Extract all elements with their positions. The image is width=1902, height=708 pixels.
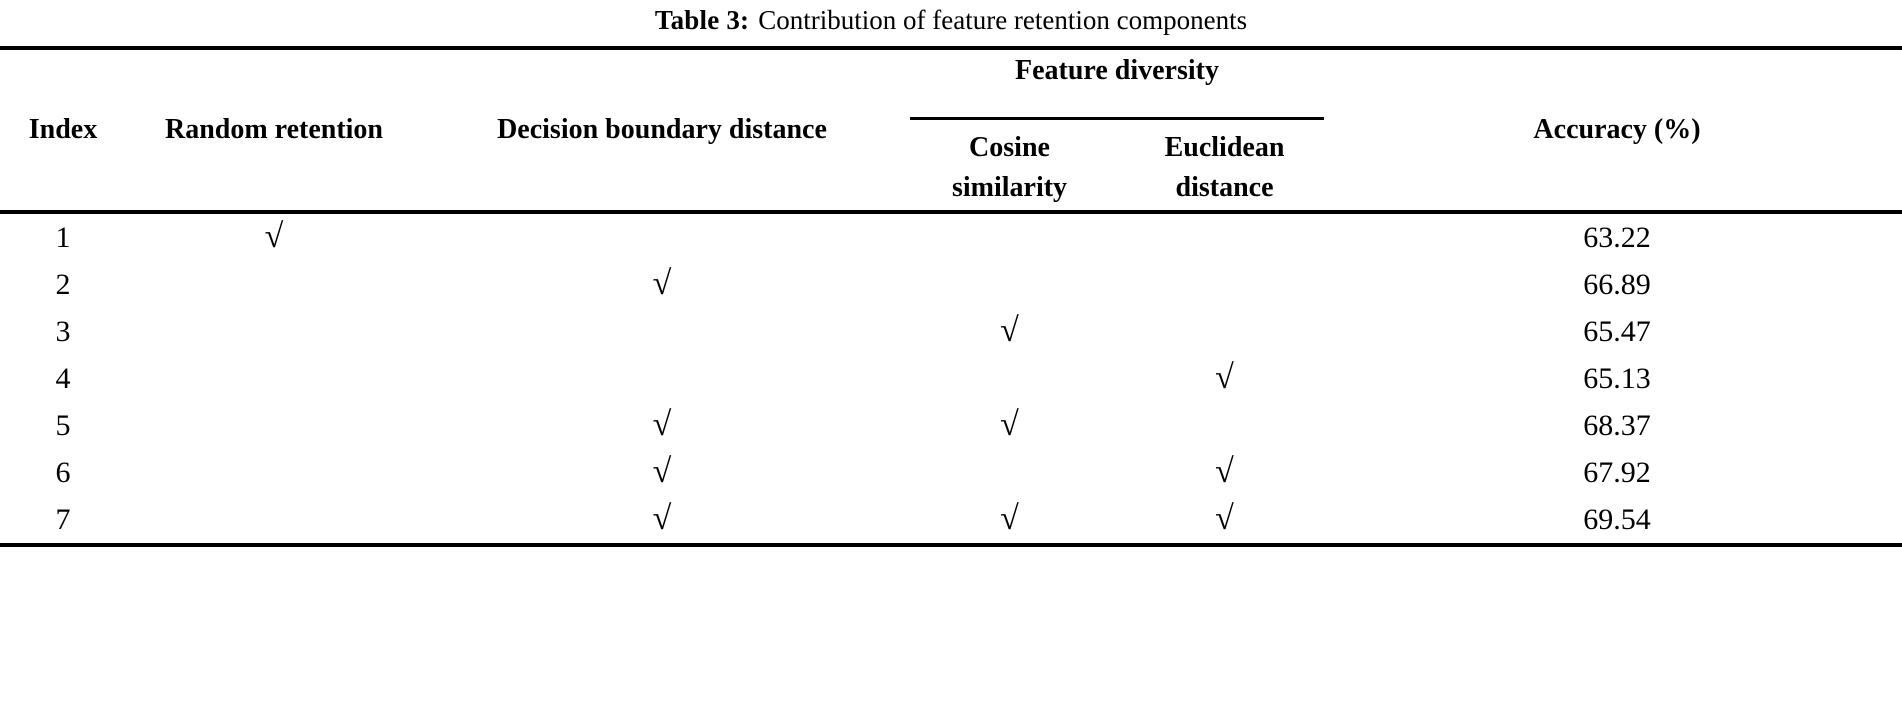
column-group-header-feature-diversity: Feature diversity xyxy=(902,50,1332,126)
column-header-euclidean-distance-line2: distance xyxy=(1175,172,1274,203)
table-header: Index Random retention Decision boundary… xyxy=(0,50,1902,210)
table-top-rule xyxy=(0,46,1902,50)
cell-random-retention: √ xyxy=(126,261,422,308)
cell-index: 4 xyxy=(55,361,71,395)
cell-index: 1 xyxy=(55,220,71,254)
cell-random-retention: √ xyxy=(126,308,422,355)
cell-cosine-similarity: √ xyxy=(902,402,1117,449)
table-bottom-rule xyxy=(0,543,1902,547)
table-figure: Table 3: Contribution of feature retentio… xyxy=(0,0,1902,547)
table-caption-text: Contribution of feature retention compon… xyxy=(758,5,1248,35)
cell-cosine-similarity: √ xyxy=(902,355,1117,402)
cell-decision-boundary-distance: √ xyxy=(422,496,902,543)
cell-index: 2 xyxy=(55,267,71,301)
cell-accuracy: 66.89 xyxy=(1583,267,1651,301)
cell-accuracy: 65.47 xyxy=(1583,314,1651,348)
check-mark-icon: √ xyxy=(264,218,284,255)
cell-cosine-similarity: √ xyxy=(902,214,1117,261)
cell-decision-boundary-distance: √ xyxy=(422,449,902,496)
results-table-body: 1√√√√63.222√√√√66.893√√√√65.474√√√√65.13… xyxy=(0,214,1902,543)
cell-random-retention: √ xyxy=(126,402,422,449)
cell-cosine-similarity: √ xyxy=(902,496,1117,543)
column-header-decision-boundary-distance: Decision boundary distance xyxy=(497,114,827,145)
cell-accuracy: 63.22 xyxy=(1583,220,1651,254)
cell-decision-boundary-distance: √ xyxy=(422,402,902,449)
cell-random-retention: √ xyxy=(126,355,422,402)
cell-index: 7 xyxy=(55,502,71,536)
check-mark-icon: √ xyxy=(652,453,672,490)
cell-random-retention: √ xyxy=(126,449,422,496)
check-mark-icon: √ xyxy=(652,500,672,537)
cell-accuracy: 67.92 xyxy=(1583,455,1651,489)
cell-index: 6 xyxy=(55,455,71,489)
check-mark-icon: √ xyxy=(1000,312,1019,349)
column-header-cosine-similarity-line2: similarity xyxy=(951,172,1068,203)
table-row: 3√√√√65.47 xyxy=(0,308,1902,355)
cell-decision-boundary-distance: √ xyxy=(422,308,902,355)
check-mark-icon: √ xyxy=(1215,359,1234,396)
table-row: 2√√√√66.89 xyxy=(0,261,1902,308)
column-group-header-label: Feature diversity xyxy=(1015,55,1219,86)
table-row: 4√√√√65.13 xyxy=(0,355,1902,402)
column-header-random-retention: Random retention xyxy=(164,114,384,145)
table-mid-rule xyxy=(0,210,1902,214)
feature-diversity-group: Feature diversity xyxy=(902,50,1332,126)
cell-euclidean-distance: √ xyxy=(1117,449,1332,496)
cell-euclidean-distance: √ xyxy=(1117,214,1332,261)
cell-euclidean-distance: √ xyxy=(1117,496,1332,543)
cell-accuracy: 69.54 xyxy=(1583,502,1651,536)
check-mark-icon: √ xyxy=(1215,453,1234,490)
cell-accuracy: 68.37 xyxy=(1583,408,1651,442)
table-row: 5 √ √ √ √ 68.37 xyxy=(0,402,1902,449)
results-table: Index Random retention Decision boundary… xyxy=(0,50,1902,210)
check-mark-icon: √ xyxy=(1000,406,1019,443)
cell-cosine-similarity: √ xyxy=(902,308,1117,355)
table-caption-label: Table 3: xyxy=(654,5,750,35)
column-header-accuracy: Accuracy (%) xyxy=(1533,114,1701,145)
column-header-cosine-similarity-line1: Cosine xyxy=(969,132,1050,163)
cell-decision-boundary-distance: √ xyxy=(422,214,902,261)
cell-accuracy: 65.13 xyxy=(1583,361,1651,395)
table-header-row-sub: Cosine similarity Euclidean distance xyxy=(0,126,1902,210)
cell-random-retention: √ xyxy=(126,214,422,261)
table-row: 6 √ √ √ √ 67.92 xyxy=(0,449,1902,496)
table-header-row-main: Index Random retention Decision boundary… xyxy=(0,50,1902,145)
column-header-euclidean-distance-line1: Euclidean xyxy=(1164,132,1285,163)
cell-index: 5 xyxy=(55,408,71,442)
feature-diversity-group-rule xyxy=(910,117,1324,120)
cell-index: 3 xyxy=(55,314,71,348)
table-row: 7 √ √ √ √ 69.54 xyxy=(0,496,1902,543)
check-mark-icon: √ xyxy=(1215,500,1234,537)
cell-euclidean-distance: √ xyxy=(1117,308,1332,355)
cell-decision-boundary-distance: √ xyxy=(422,355,902,402)
cell-random-retention: √ xyxy=(126,496,422,543)
column-header-euclidean-distance: Euclidean distance xyxy=(1117,126,1332,210)
check-mark-icon: √ xyxy=(652,265,672,302)
cell-decision-boundary-distance: √ xyxy=(422,261,902,308)
column-header-cosine-similarity: Cosine similarity xyxy=(902,126,1117,210)
cell-euclidean-distance: √ xyxy=(1117,402,1332,449)
table-caption: Table 3: Contribution of feature retentio… xyxy=(0,0,1902,44)
cell-euclidean-distance: √ xyxy=(1117,355,1332,402)
check-mark-icon: √ xyxy=(1000,500,1019,537)
cell-cosine-similarity: √ xyxy=(902,449,1117,496)
column-header-index: Index xyxy=(28,114,98,145)
cell-euclidean-distance: √ xyxy=(1117,261,1332,308)
table-body: 1√√√√63.222√√√√66.893√√√√65.474√√√√65.13… xyxy=(0,214,1902,543)
table-row: 1√√√√63.22 xyxy=(0,214,1902,261)
cell-cosine-similarity: √ xyxy=(902,261,1117,308)
check-mark-icon: √ xyxy=(652,406,672,443)
